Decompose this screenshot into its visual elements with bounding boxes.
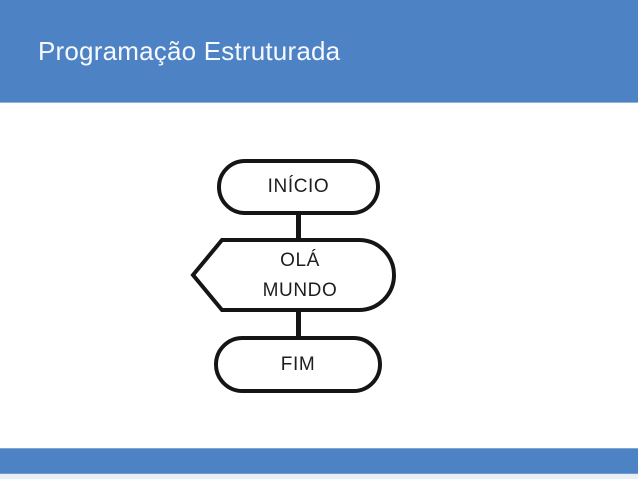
end-node-label: FIM (280, 353, 316, 375)
flowchart-connector-start-to-display (296, 212, 301, 240)
slide-footer-band (0, 448, 638, 474)
slide-bottom-strip (0, 474, 638, 479)
slide-canvas: INÍCIO OLÁ MUNDO FIM (0, 103, 638, 448)
display-label-line1: OLÁ (280, 250, 320, 271)
flowchart-terminator-end: FIM (214, 336, 382, 393)
slide-title: Programação Estruturada (38, 35, 341, 66)
slide-title-band: Programação Estruturada (0, 0, 638, 103)
flowchart-connector-display-to-end (296, 308, 301, 340)
start-node-label: INÍCIO (267, 176, 330, 197)
display-label-line2: MUNDO (262, 280, 338, 301)
flowchart-display-shape (190, 238, 396, 312)
flowchart-display-label: OLÁ MUNDO (222, 246, 378, 306)
flowchart-terminator-start: INÍCIO (217, 159, 380, 215)
